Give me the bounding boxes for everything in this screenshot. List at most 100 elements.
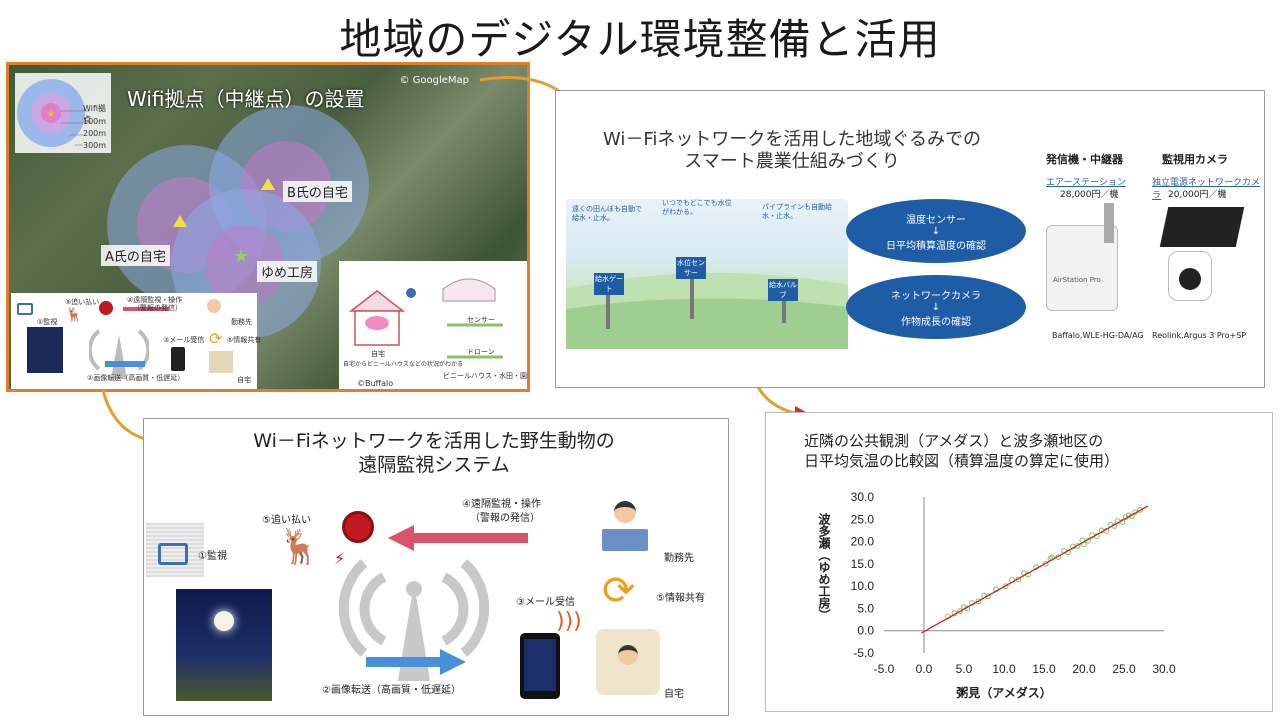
a-home-marker-icon	[173, 215, 187, 227]
bubble1-line1: 温度センサー	[906, 214, 966, 226]
y-tick-label: 25.0	[851, 512, 875, 526]
inset-transfer-arrow-icon	[105, 361, 145, 367]
y-tick-label: 10.0	[851, 579, 875, 593]
wifi-waves-icon: )))	[556, 609, 582, 634]
inset-office: 勤務先	[231, 318, 252, 326]
moon-icon	[214, 611, 234, 631]
wildlife-title: Wi－Fiネットワークを活用した野生動物の 遠隔監視システム	[184, 429, 684, 477]
transmitter-heading: 発信機・中継器	[1046, 153, 1123, 166]
inset-right-credit: ©Buffalo	[357, 379, 394, 388]
wifi-antenna-icon	[338, 559, 490, 681]
x-tick-label: 30.0	[1152, 662, 1176, 676]
label-gate: 給水ゲート	[594, 273, 624, 295]
home-person-head	[618, 645, 638, 665]
inset-remote: ④遠隔監視・操作	[127, 296, 183, 304]
inset-right-home-note: 自宅からビニールハウスなどの状況がわかる	[343, 361, 464, 368]
inset-right-home: 自宅	[371, 350, 385, 358]
place-label-yume: ゆめ工房	[257, 261, 318, 282]
bubble1-arrow: ↓	[931, 225, 941, 237]
inset-share: ⑤情報共有	[227, 336, 262, 344]
legend-200m: 200m	[83, 129, 107, 138]
map-legend: ★ Wifi拠点 100m 200m 300m	[15, 73, 111, 153]
inset-right-drone: ドローン	[467, 348, 495, 356]
legend-100m: 100m	[83, 117, 107, 126]
inset-camera-icon	[17, 303, 33, 315]
wildlife-monitoring-panel: Wi－Fiネットワークを活用した野生動物の 遠隔監視システム ①監視 ⑤追い払い…	[143, 418, 729, 716]
page-title: 地域のデジタル環境整備と活用	[339, 15, 941, 64]
running-deer-icon: 🦌	[278, 527, 321, 567]
transmitter-model: Baffalo,WLE-HG-DA/AG	[1052, 331, 1144, 340]
map-title: Wifi拠点（中継点）の設置	[127, 87, 365, 111]
legend-300m: 300m	[83, 141, 107, 150]
wildlife-title-line2: 遠隔監視システム	[358, 454, 510, 476]
inset-alarm-icon	[99, 301, 113, 315]
camera-heading: 監視用カメラ	[1162, 153, 1228, 166]
y-tick-label: 0.0	[857, 624, 874, 638]
camera-model: Reolink,Argus 3 Pro+SP	[1152, 331, 1247, 340]
wl-monitor: ①監視	[198, 551, 227, 562]
y-tick-label: 15.0	[851, 557, 875, 571]
wifi-map-panel: ★ B氏の自宅 A氏の自宅 ゆめ工房 © GoogleMap Wifi拠点（中継…	[6, 62, 530, 392]
x-tick-label: 0.0	[916, 662, 933, 676]
wl-transfer: ②画像転送（高画質・低遅延）	[322, 685, 461, 696]
siren-spark-icon: ⚡	[334, 549, 346, 568]
svg-text:★: ★	[47, 109, 56, 120]
transmitter-price: 28,000円／機	[1060, 190, 1119, 200]
y-tick-label: 20.0	[851, 535, 875, 549]
scatter-point	[957, 608, 963, 615]
wl-chase: ⑤追い払い	[262, 515, 311, 526]
inset-share-cycle-icon: ⟳	[209, 329, 223, 348]
home-person-photo	[596, 629, 660, 695]
farm-title-line1: Wi－Fiネットワークを活用した地域ぐるみでの	[602, 129, 982, 150]
monitor-camera-icon	[146, 523, 204, 577]
inset-alarm: （警報の発信）	[133, 304, 182, 312]
inset-deer-icon: 🦌	[65, 307, 83, 323]
inset-monitor: ①監視	[37, 318, 58, 326]
temperature-chart-panel: 近隣の公共観測（アメダス）と波多瀬地区の 日平均気温の比較図（積算温度の算定に使…	[765, 412, 1273, 712]
inset-chase: ⑤追い払い	[65, 298, 100, 306]
camera-bubble: ネットワークカメラ ↓ 作物成長の確認	[846, 275, 1026, 339]
y-tick-label: 30.0	[851, 490, 875, 504]
y-tick-label: 5.0	[857, 601, 874, 615]
inset-right-sensor: センサー	[467, 316, 495, 324]
bubble1-line2: 日平均積算温度の確認	[886, 240, 986, 252]
inset-right-places: ビニールハウス・水田・園場	[443, 372, 530, 380]
paddy-field-illustration: 給水ゲート 水位センサー 給水バルブ 遠くの田んぼも自動で給水・止水。 いつでも…	[566, 199, 848, 349]
smartphone-icon	[520, 633, 560, 699]
x-tick-label: 5.0	[956, 662, 973, 676]
worker-head-icon	[614, 501, 636, 523]
x-tick-label: 20.0	[1072, 662, 1096, 676]
wildlife-title-line1: Wi－Fiネットワークを活用した野生動物の	[253, 430, 615, 452]
smart-farm-panel: Wi－Fiネットワークを活用した地域ぐるみでの スマート農業仕組みづくり 給水ゲ…	[555, 90, 1265, 388]
b-home-marker-icon	[261, 178, 275, 190]
monitor-camera-body	[158, 543, 188, 565]
camera-lens-icon	[1179, 268, 1201, 290]
y-tick-label: -5.0	[853, 646, 874, 660]
map-inset-wildlife: ①監視 ⑤追い払い 🦌 ④遠隔監視・操作 （警報の発信） 勤務先 ⟳ ⑤情報共有…	[11, 293, 261, 389]
chart-title-line1: 近隣の公共観測（アメダス）と波多瀬地区の	[804, 432, 1104, 450]
trend-line	[921, 505, 1149, 634]
inset-mail: ③メール受信	[163, 336, 205, 344]
transmitter-pole-icon	[1104, 203, 1114, 243]
alarm-siren-icon	[342, 511, 374, 543]
farm-title-line2: スマート農業仕組みづくり	[684, 151, 900, 172]
bubble2-arrow: ↓	[931, 301, 941, 313]
camera-price: 20,000円／機	[1168, 190, 1227, 200]
phone-screen	[524, 639, 556, 691]
wl-mail: ③メール受信	[516, 597, 575, 608]
camera-link[interactable]: 独立電源ネットワークカメラ	[1152, 178, 1261, 201]
transfer-arrow-icon	[366, 649, 466, 675]
place-label-a: A氏の自宅	[101, 245, 170, 266]
worker-laptop-icon	[602, 529, 648, 551]
transmitter-brand: AirStation Pro	[1053, 276, 1101, 284]
bubble2-line2: 作物成長の確認	[901, 316, 971, 328]
wl-alarm: （警報の発信）	[470, 513, 540, 524]
inset-night-photo	[27, 327, 63, 373]
inset-phone-icon	[171, 347, 185, 371]
label-v2: いつでもどこでも水位がわかる。	[662, 199, 732, 216]
office-worker-icon	[602, 501, 648, 553]
camera-device-icon	[1168, 251, 1212, 301]
transmitter-link[interactable]: エアーステーション	[1046, 178, 1126, 188]
temp-sensor-bubble: 温度センサー ↓ 日平均積算温度の確認	[846, 199, 1026, 263]
